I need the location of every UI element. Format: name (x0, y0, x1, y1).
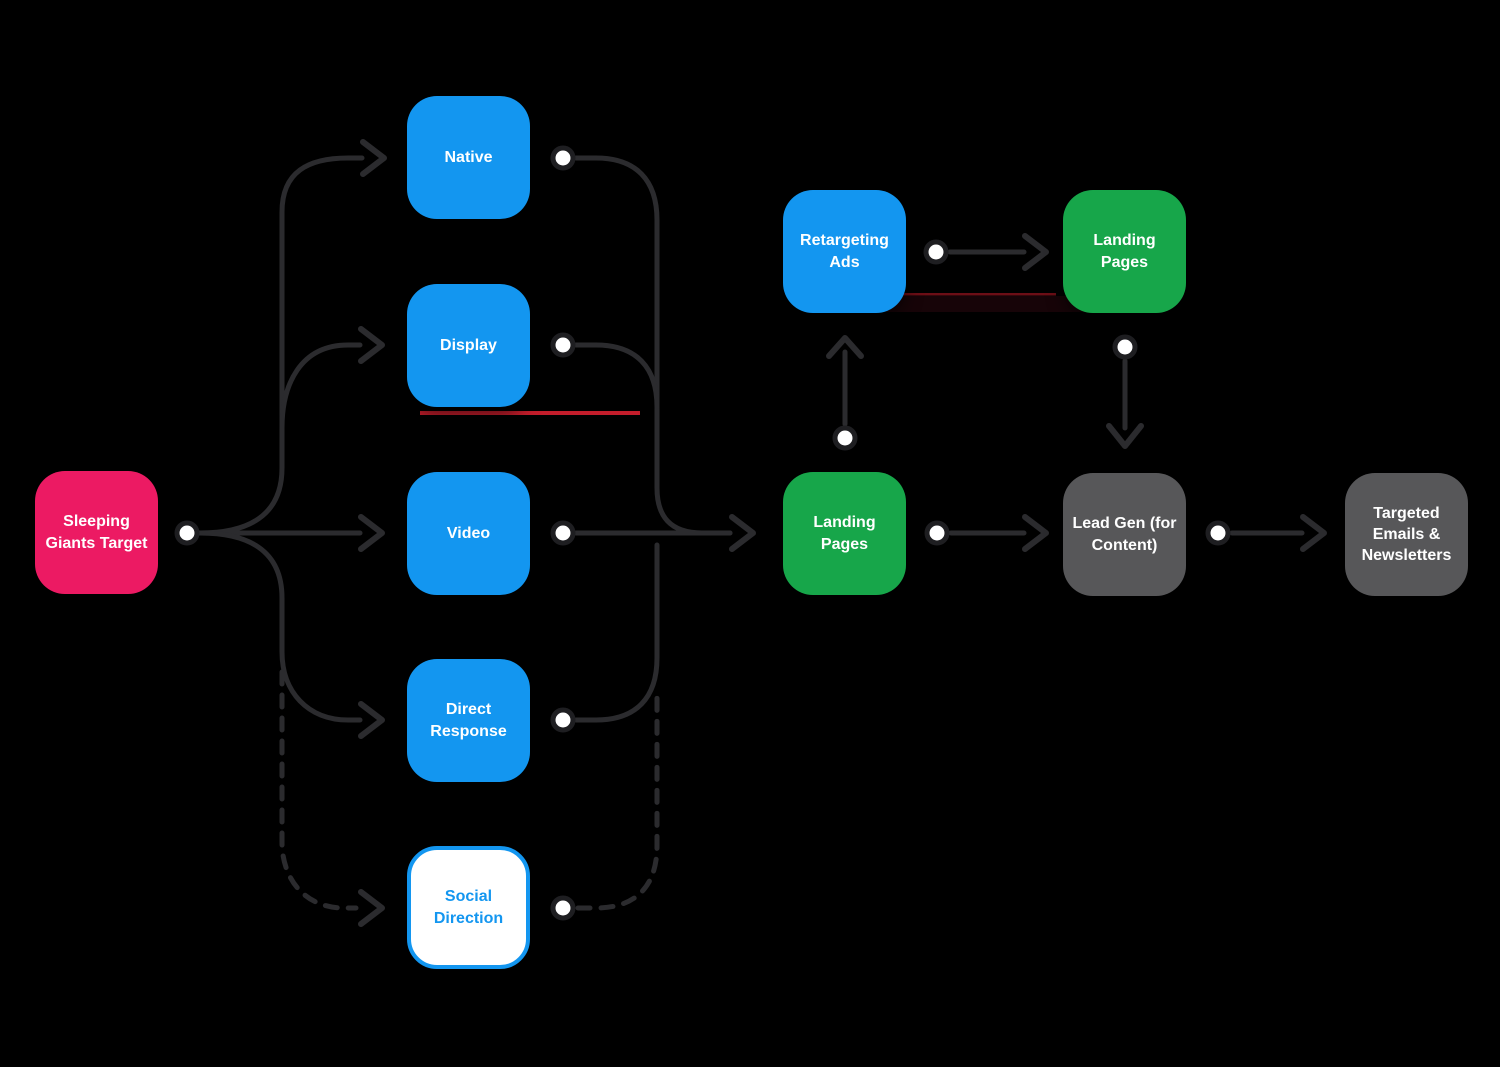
edge-native-to-landing-mid (573, 155, 756, 552)
arrowhead-lead-gen (1022, 514, 1049, 552)
port-native-out[interactable] (550, 145, 576, 171)
node-video[interactable]: Video (407, 472, 530, 595)
edge-target-to-native (197, 139, 387, 536)
port-lead-gen-out[interactable] (1205, 520, 1231, 546)
node-label: Targeted Emails & Newsletters (1361, 504, 1452, 565)
port-video-out[interactable] (550, 520, 576, 546)
arrowhead-native (360, 139, 387, 177)
arrowhead-display (358, 326, 385, 364)
node-label: Landing Pages (1093, 232, 1156, 271)
node-landing-pages-mid[interactable]: Landing Pages (783, 472, 906, 595)
node-social-direction[interactable]: Social Direction (407, 846, 530, 969)
node-sleeping-giants-target[interactable]: Sleeping Giants Target (35, 471, 158, 594)
edge-target-to-direct-response (197, 530, 385, 739)
node-label: Retargeting Ads (800, 232, 889, 271)
edge-direct-response-to-landing-mid (573, 542, 660, 723)
node-label: Landing Pages (813, 514, 876, 553)
node-native[interactable]: Native (407, 96, 530, 219)
arrowhead-retargeting (826, 335, 864, 359)
node-lead-gen[interactable]: Lead Gen (for Content) (1063, 473, 1186, 596)
red-artifact-lines (420, 293, 1085, 415)
port-social-direction-out[interactable] (550, 895, 576, 921)
port-landing-mid-top[interactable] (832, 425, 858, 451)
node-label: Lead Gen (for Content) (1072, 515, 1177, 554)
connector-ports (174, 145, 1231, 921)
node-label: Video (446, 524, 491, 542)
edge-landing-top-to-lead-gen (1106, 358, 1144, 449)
port-landing-top-bottom[interactable] (1112, 334, 1138, 360)
edge-target-to-social-direction (279, 669, 385, 927)
edge-retargeting-to-landing-top (947, 233, 1049, 271)
node-retargeting-ads[interactable]: Retargeting Ads (783, 190, 906, 313)
node-label: Display (440, 336, 497, 354)
arrowhead-direct-response (358, 701, 385, 739)
arrowhead-social-direction (358, 889, 385, 927)
node-landing-pages-top[interactable]: Landing Pages (1063, 190, 1186, 313)
port-target-out[interactable] (174, 520, 200, 546)
port-landing-mid-out[interactable] (924, 520, 950, 546)
port-display-out[interactable] (550, 332, 576, 358)
node-targeted-emails-newsletters[interactable]: Targeted Emails & Newsletters (1345, 473, 1468, 596)
edge-landing-mid-to-lead-gen (948, 514, 1049, 552)
arrowhead-lead-gen-down (1106, 423, 1144, 449)
node-label: Social Direction (433, 888, 504, 927)
edge-social-direction-to-landing-mid (575, 687, 660, 911)
node-label: Sleeping Giants Target (45, 513, 148, 552)
node-display[interactable]: Display (407, 284, 530, 407)
edge-display-to-landing-mid (573, 342, 660, 410)
arrowhead-landing-top (1022, 233, 1049, 271)
edge-landing-mid-to-retargeting (826, 335, 864, 427)
edge-target-to-display (279, 326, 385, 431)
node-direct-response[interactable]: Direct Response (407, 659, 530, 782)
port-direct-response-out[interactable] (550, 707, 576, 733)
node-label: Direct Response (430, 701, 507, 740)
edge-lead-gen-to-targeted-emails (1229, 514, 1327, 552)
port-retargeting-out[interactable] (923, 239, 949, 265)
arrowhead-targeted-emails (1300, 514, 1327, 552)
node-label: Native (444, 148, 493, 166)
arrowhead-video (358, 514, 385, 552)
arrowhead-landing-mid (729, 514, 756, 552)
